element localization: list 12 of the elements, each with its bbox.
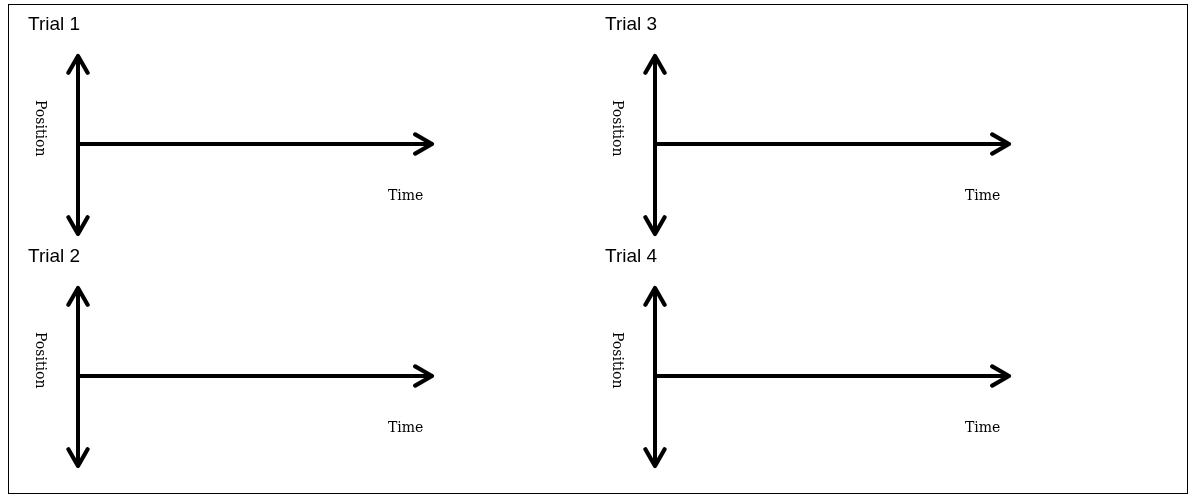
axis-label: Time (965, 420, 1001, 434)
axis-label: Position (611, 100, 625, 157)
axis-label: Position (34, 100, 48, 157)
axis-label: Position (611, 332, 625, 389)
trial-title: Trial 2 (28, 246, 81, 265)
trial-title: Trial 3 (605, 14, 658, 33)
trial-title: Trial 1 (28, 14, 81, 33)
axis-label: Time (965, 188, 1001, 202)
trial-title: Trial 4 (605, 246, 658, 265)
axis-label: Time (388, 188, 424, 202)
axis-label: Position (34, 332, 48, 389)
axis-label: Time (388, 420, 424, 434)
